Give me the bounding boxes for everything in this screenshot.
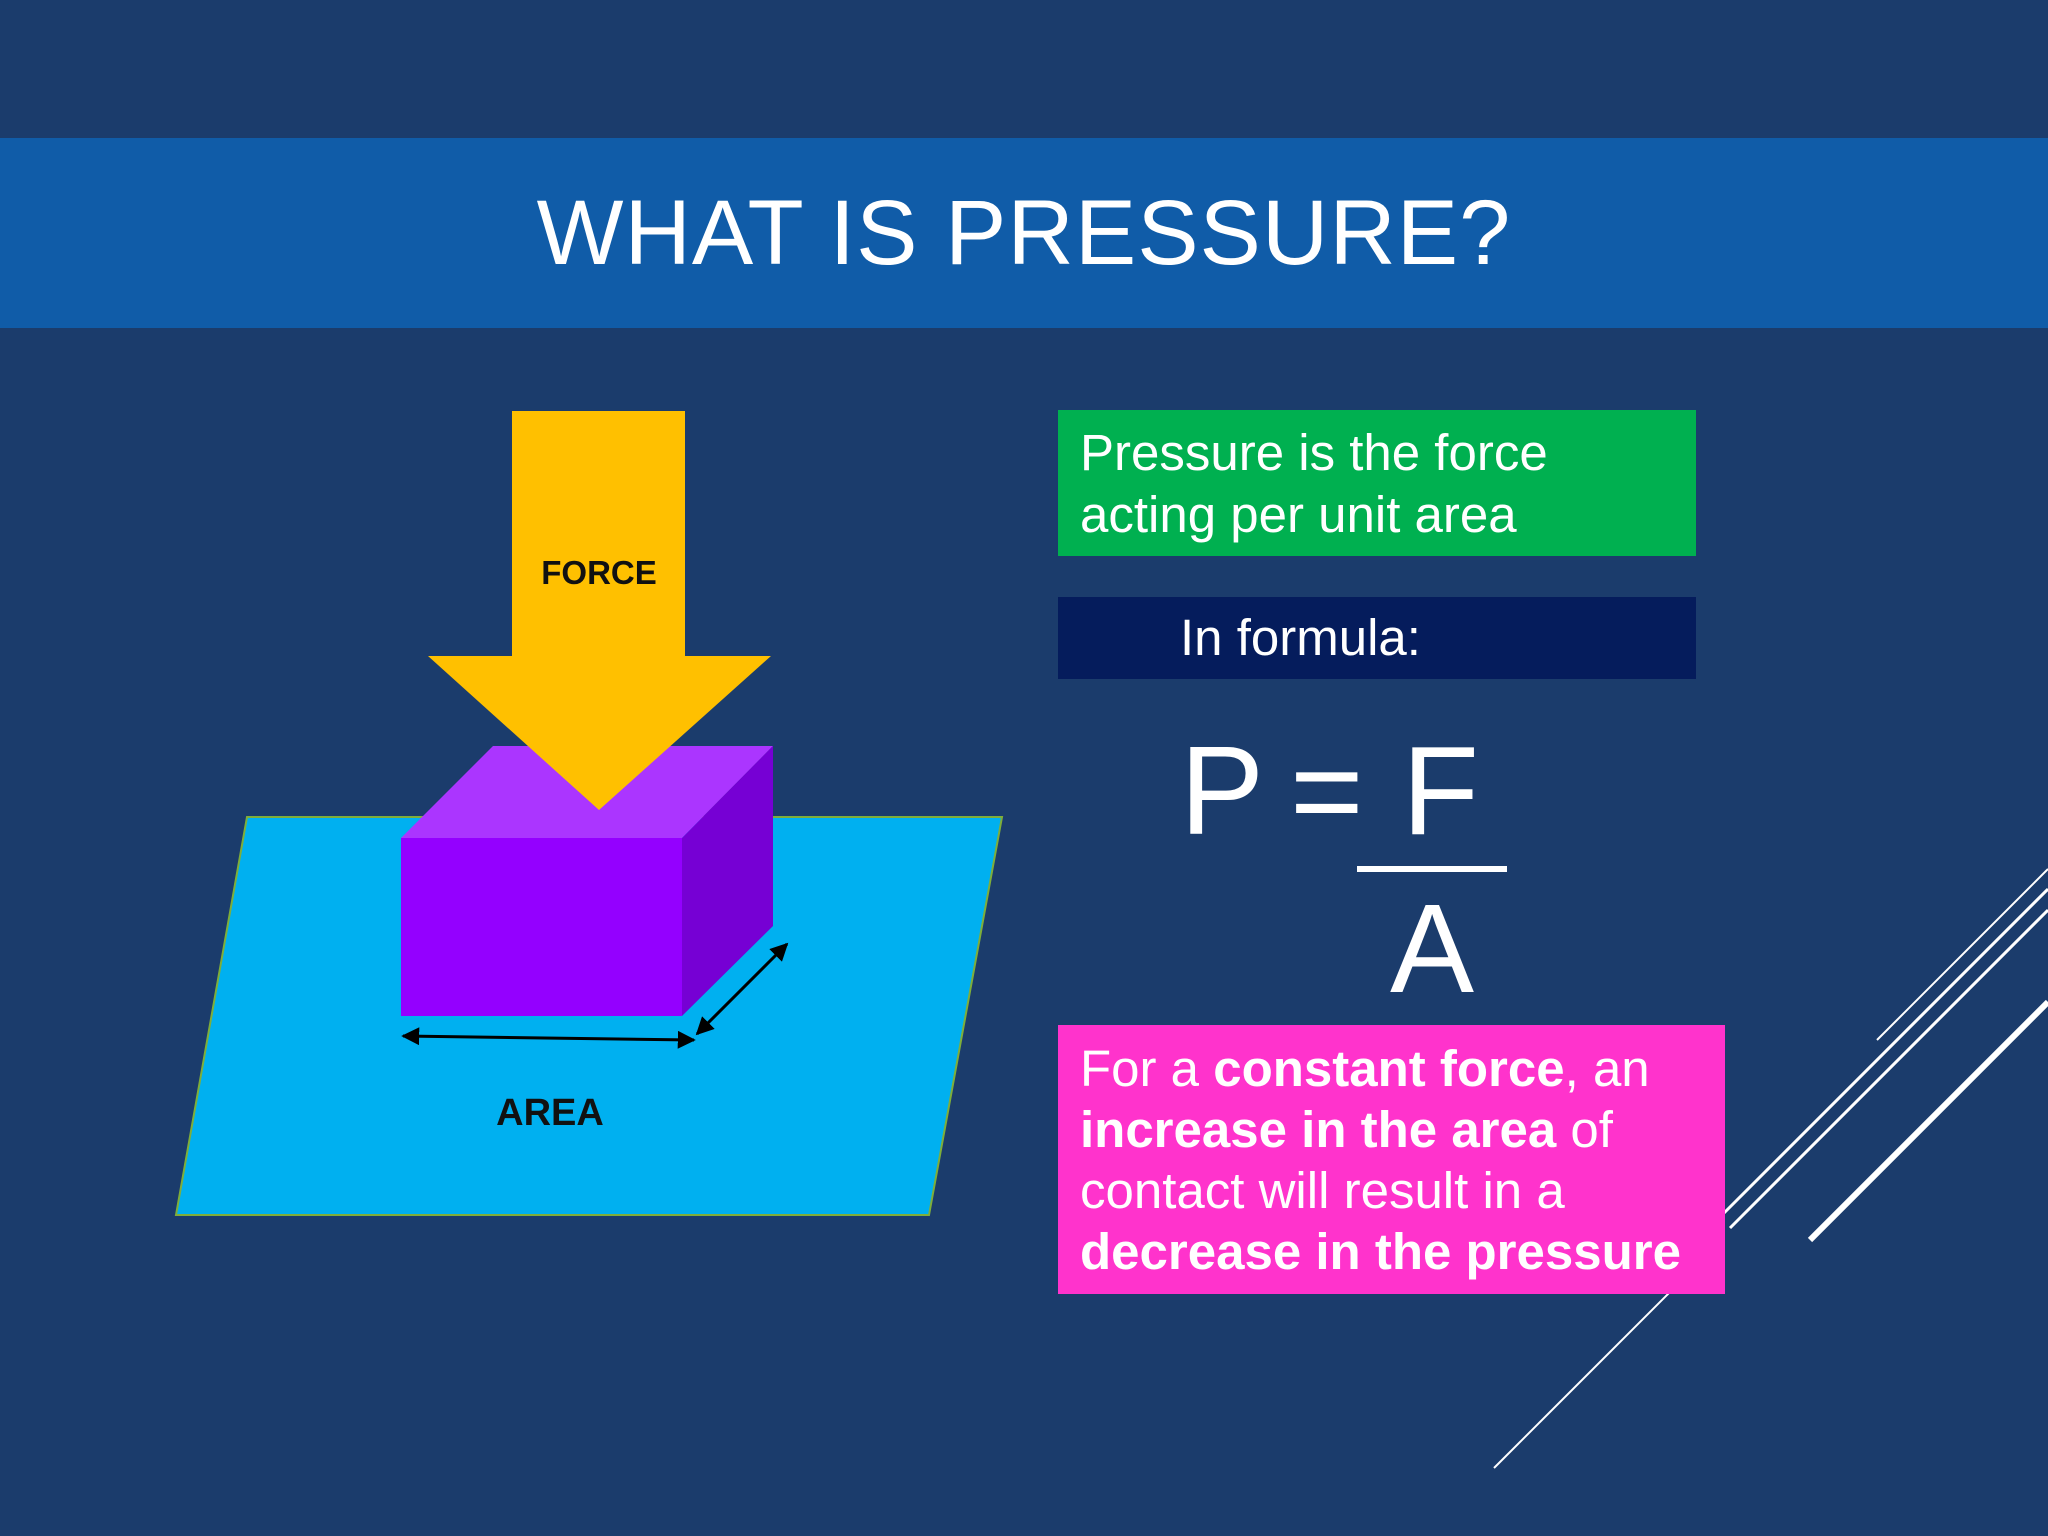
formula-force-symbol: F [1402,720,1479,861]
formula-label: In formula: [1180,609,1421,666]
decor-line-4 [1807,999,2048,1243]
formula-area-symbol: A [1390,878,1475,1019]
note-line-2: increase in the area of [1080,1099,1703,1160]
note-line-1: For a constant force, an [1080,1038,1703,1099]
decor-line-3 [1728,908,2048,1230]
formula-fraction-bar [1357,866,1507,872]
area-label: AREA [496,1092,604,1134]
note-text: contact will result in a [1080,1162,1565,1219]
note-text: , an [1564,1040,1650,1097]
decor-line-1 [1876,868,2048,1041]
note-text: For a [1080,1040,1214,1097]
note-box: For a constant force, an increase in the… [1058,1025,1725,1294]
formula-equals-sign: = [1290,720,1364,861]
slide-title: WHAT IS PRESSURE? [536,181,1512,284]
definition-line-1: Pressure is the force [1080,424,1548,481]
decor-line-2 [1720,887,2048,1217]
decorative-lines [1493,868,2048,1469]
block-front-face [401,838,682,1016]
depth-dimension-arrow [695,942,789,1036]
note-line-4: decrease in the pressure [1080,1221,1703,1282]
force-label: FORCE [541,554,657,591]
force-arrow [428,411,771,810]
note-line-3: contact will result in a [1080,1160,1703,1221]
definition-box: Pressure is the force acting per unit ar… [1058,410,1696,556]
formula-label-box: In formula: [1058,597,1696,679]
title-bar: WHAT IS PRESSURE? [0,138,2048,328]
note-emphasis: increase in the area [1080,1101,1557,1158]
definition-line-2: acting per unit area [1080,486,1517,543]
formula-pressure-symbol: P [1180,720,1265,861]
width-dimension-arrow [401,1027,696,1049]
note-text: of [1556,1101,1613,1158]
note-emphasis: constant force [1213,1040,1565,1097]
note-emphasis: decrease in the pressure [1080,1223,1681,1280]
